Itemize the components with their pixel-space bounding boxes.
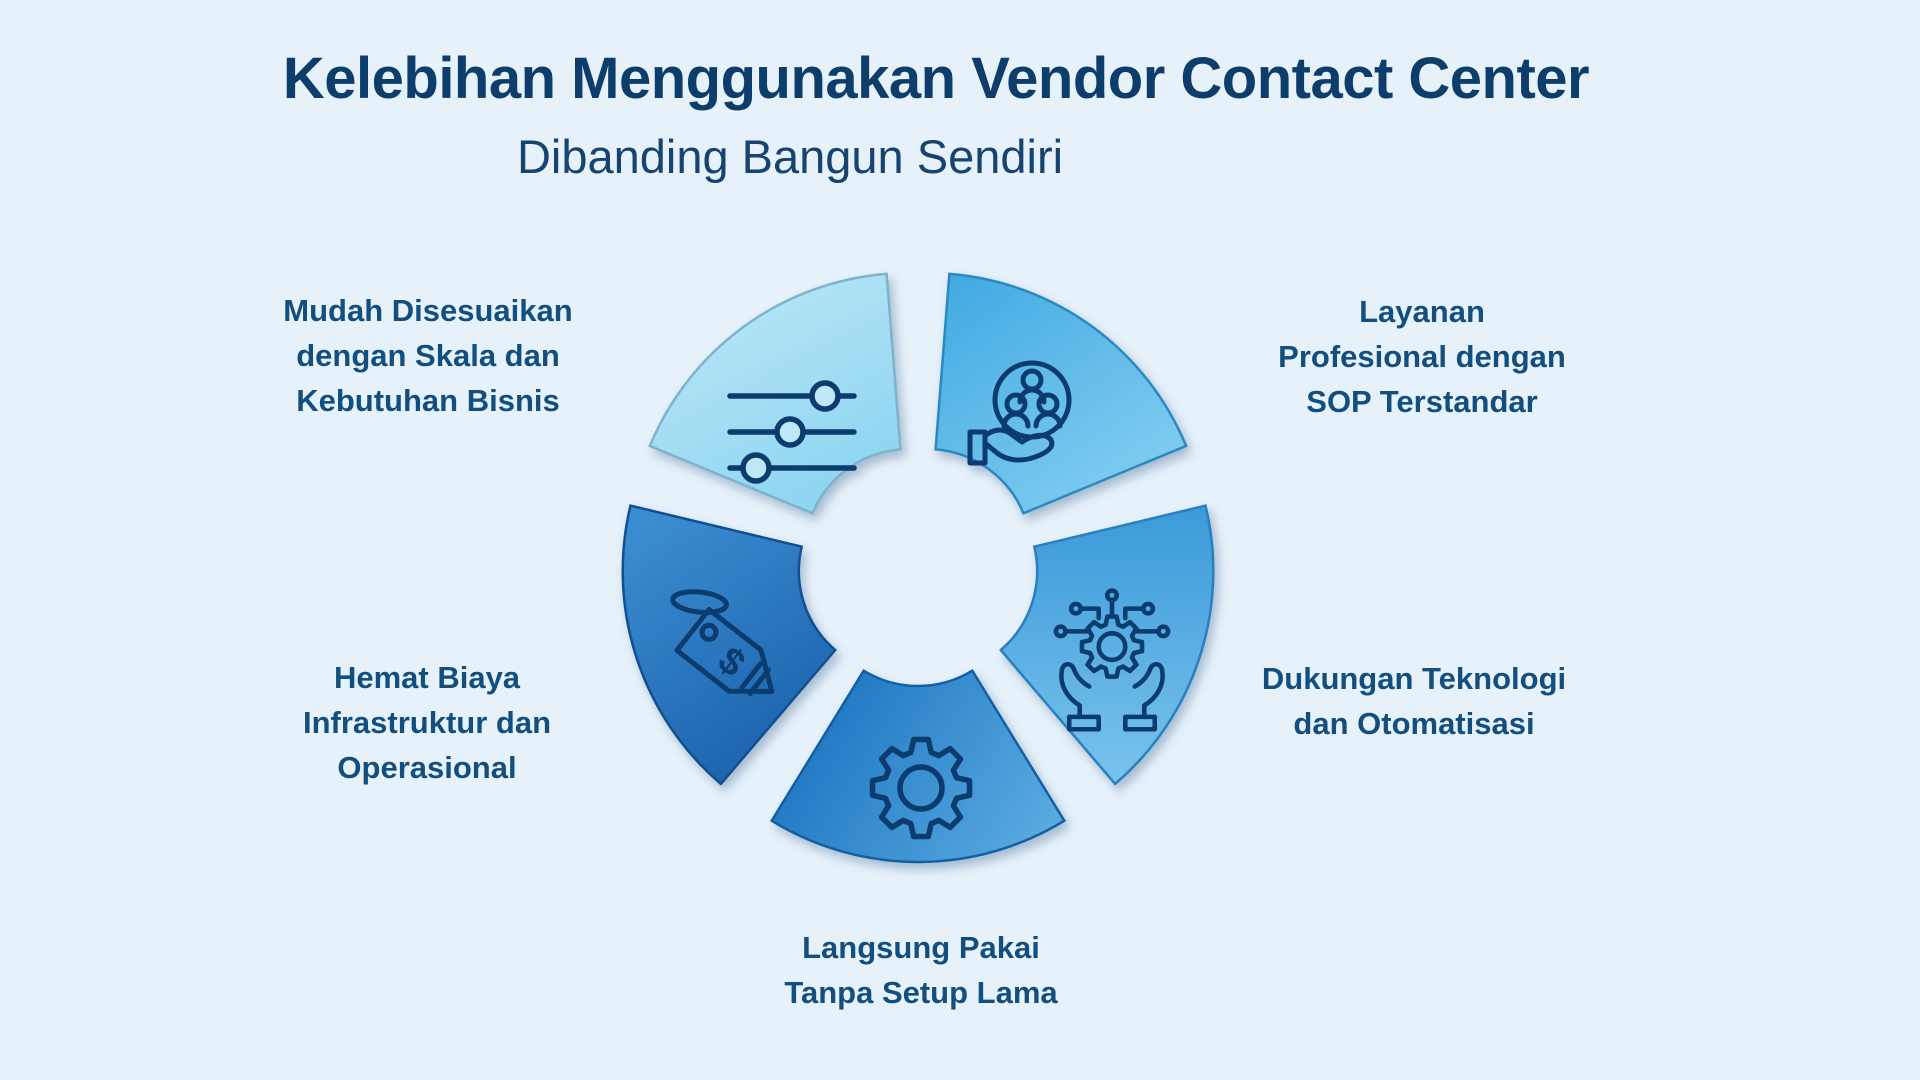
label-line: Operasional [337, 750, 517, 785]
segment-label-hemat: Hemat Biaya Infrastruktur dan Operasiona… [167, 655, 687, 790]
segment-label-langsung: Langsung Pakai Tanpa Setup Lama [661, 925, 1181, 1015]
page-title: Kelebihan Menggunakan Vendor Contact Cen… [282, 46, 1590, 111]
label-line: SOP Terstandar [1306, 384, 1538, 419]
gear-icon [869, 736, 973, 840]
label-line: Mudah Disesuaikan [283, 293, 573, 328]
segment-label-mudah: Mudah Disesuaikan dengan Skala dan Kebut… [168, 288, 688, 423]
label-line: Profesional dengan [1278, 339, 1566, 374]
label-line: Layanan [1359, 294, 1485, 329]
segment-label-dukungan: Dukungan Teknologi dan Otomatisasi [1154, 656, 1674, 746]
label-line: Hemat Biaya [333, 660, 521, 695]
label-line: Langsung Pakai [802, 930, 1040, 965]
segment-label-layanan: Layanan Profesional dengan SOP Terstanda… [1162, 289, 1682, 424]
hand-people-icon [967, 360, 1072, 466]
page-subtitle: Dibanding Bangun Sendiri [516, 130, 1064, 183]
label-line: Tanpa Setup Lama [784, 975, 1058, 1010]
segment-wedge [999, 504, 1215, 786]
sliders-icon [727, 380, 857, 484]
segment-langsung [769, 668, 1067, 864]
segment-hemat: $ [621, 504, 837, 786]
label-line: dengan Skala dan [296, 338, 560, 373]
segment-wedge [621, 504, 837, 786]
label-line: Infrastruktur dan [302, 705, 552, 740]
tech-hands-icon [1053, 588, 1171, 732]
segment-layanan [934, 272, 1188, 515]
segment-dukungan [999, 504, 1215, 786]
label-line: Kebutuhan Bisnis [296, 383, 560, 418]
label-line: Dukungan Teknologi [1261, 661, 1567, 696]
segment-wedge [934, 272, 1188, 515]
label-line: dan Otomatisasi [1293, 706, 1535, 741]
segment-mudah [648, 272, 902, 515]
